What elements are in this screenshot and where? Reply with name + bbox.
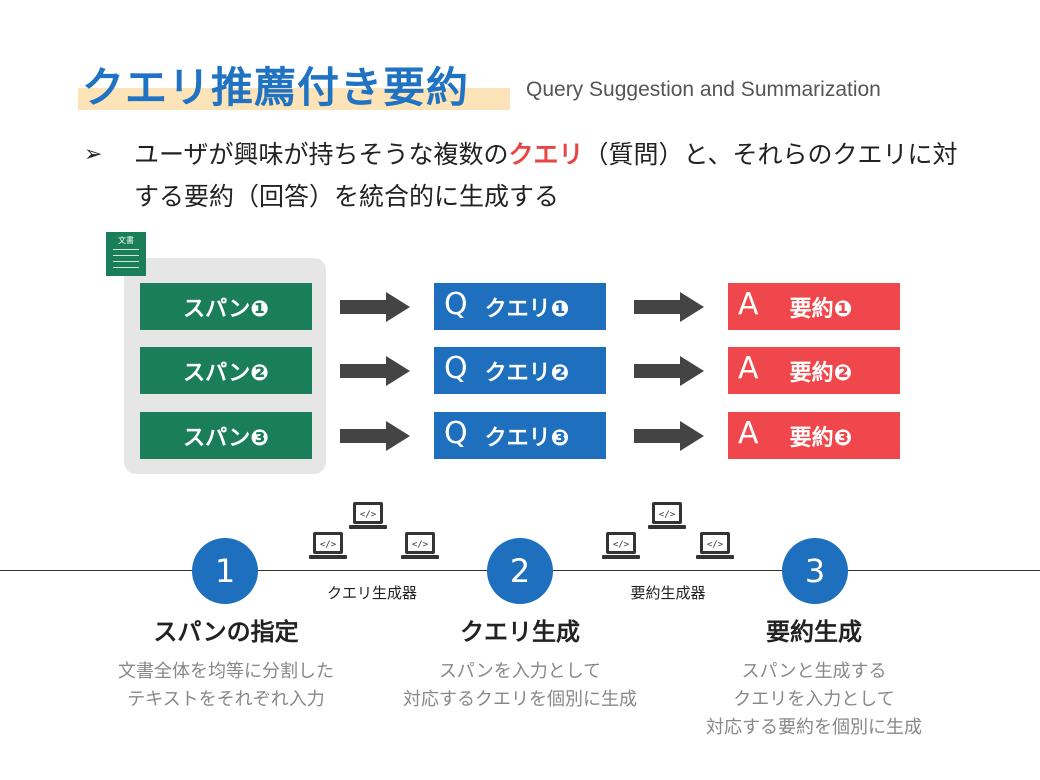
span-box-1: スパン❶ xyxy=(140,283,312,330)
query-box-2: Q クエリ❷ xyxy=(434,347,606,394)
arrow-icon xyxy=(634,421,704,451)
laptop-code-icon: </> xyxy=(309,532,347,559)
step-1-description: 文書全体を均等に分割した テキストをそれぞれ入力 xyxy=(118,661,334,710)
arrow-icon xyxy=(634,356,704,386)
arrow-icon xyxy=(340,356,410,386)
query-box-1: Q クエリ❶ xyxy=(434,283,606,330)
laptop-code-text: </> xyxy=(613,540,630,550)
step-2-description: スパンを入力として 対応するクエリを個別に生成 xyxy=(403,661,637,710)
step-2-title: クエリ生成 xyxy=(460,618,580,646)
page-subtitle: Query Suggestion and Summarization xyxy=(526,78,881,101)
query-q-icon: Q xyxy=(444,287,468,322)
laptop-code-text: </> xyxy=(659,510,676,520)
arrow-icon xyxy=(340,421,410,451)
description-highlight: クエリ xyxy=(508,140,584,169)
laptop-code-icon: </> xyxy=(602,532,640,559)
query-box-3: Q クエリ❸ xyxy=(434,412,606,459)
query-q-icon: Q xyxy=(444,351,468,386)
laptop-code-icon: </> xyxy=(696,532,734,559)
answer-box-3: A 要約❸ xyxy=(728,412,900,459)
laptop-code-icon: </> xyxy=(349,502,387,529)
query-label-2: クエリ❷ xyxy=(484,360,570,386)
arrow-icon xyxy=(340,292,410,322)
answer-a-icon: A xyxy=(738,351,759,386)
summary-generator-label: 要約生成器 xyxy=(630,584,706,602)
description-text-1: ユーザが興味が持ちそうな複数の xyxy=(134,140,509,169)
laptop-code-icon: </> xyxy=(401,532,439,559)
answer-box-1: A 要約❶ xyxy=(728,283,900,330)
span-label-2: スパン❷ xyxy=(183,360,269,386)
query-generator-label: クエリ生成器 xyxy=(326,584,417,602)
answer-a-icon: A xyxy=(738,287,759,322)
arrow-icon xyxy=(634,292,704,322)
answer-a-icon: A xyxy=(738,416,759,451)
step-1-title: スパンの指定 xyxy=(153,618,299,646)
span-label-1: スパン❶ xyxy=(183,296,269,322)
step-3-circle: 3 xyxy=(782,538,848,604)
title-underline xyxy=(78,88,510,110)
step-3-description: スパンと生成する クエリを入力として 対応する要約を個別に生成 xyxy=(706,661,922,738)
step-3-title: 要約生成 xyxy=(766,618,862,646)
description-text-2: （質問）と、それらのクエリに対する要約（回答）を統合的に生成する xyxy=(134,140,958,211)
span-label-3: スパン❸ xyxy=(183,425,269,451)
bullet-arrow-icon: ➢ xyxy=(84,142,103,167)
answer-label-3: 要約❸ xyxy=(789,425,853,451)
document-icon-label: 文書 xyxy=(118,236,134,245)
span-box-2: スパン❷ xyxy=(140,347,312,394)
laptop-code-text: </> xyxy=(360,510,377,520)
laptop-code-text: </> xyxy=(320,540,337,550)
answer-label-2: 要約❷ xyxy=(789,360,853,386)
answer-label-1: 要約❶ xyxy=(789,296,853,322)
step-2-circle: 2 xyxy=(487,538,553,604)
query-label-3: クエリ❸ xyxy=(484,425,570,451)
query-q-icon: Q xyxy=(444,416,468,451)
page-title: クエリ推薦付き要約 xyxy=(82,63,470,112)
query-label-1: クエリ❶ xyxy=(484,296,570,322)
description: ユーザが興味が持ちそうな複数のクエリ（質問）と、それらのクエリに対する要約（回答… xyxy=(134,134,964,218)
laptop-code-text: </> xyxy=(412,540,429,550)
laptop-code-text: </> xyxy=(707,540,724,550)
laptop-code-icon: </> xyxy=(648,502,686,529)
document-icon: 文書 xyxy=(106,232,146,276)
span-box-3: スパン❸ xyxy=(140,412,312,459)
answer-box-2: A 要約❷ xyxy=(728,347,900,394)
step-1-circle: 1 xyxy=(192,538,258,604)
